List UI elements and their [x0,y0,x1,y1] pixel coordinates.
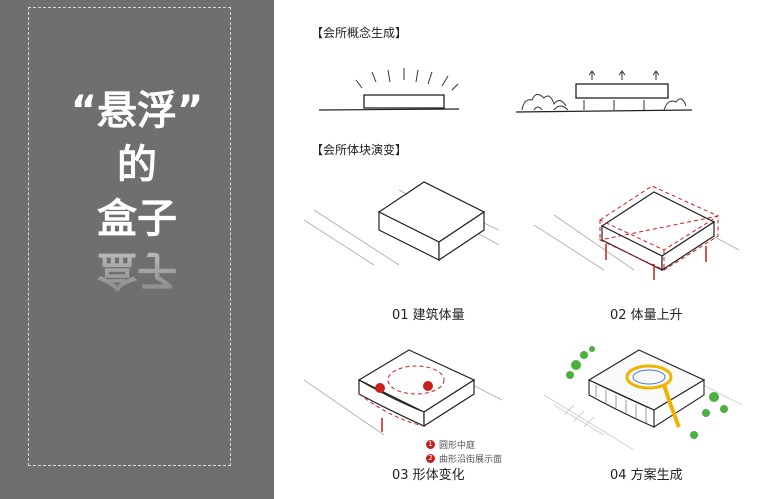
step-3-caption: 03 形体变化 [392,468,465,483]
evolution-section-title: 【会所体块演变】 [311,143,408,157]
step-3-diagram [304,349,503,436]
legend-item-2: 2 曲形沿街展示面 [426,452,502,465]
dashed-frame [28,7,231,466]
step-4-diagram [544,346,743,451]
legend-number-1: 1 [426,440,435,449]
title-line-3: 盒子 [97,196,177,242]
legend-item-1: 1 圆形中庭 [426,438,475,451]
step-4-caption: 04 方案生成 [610,468,683,483]
right-panel: 【会所概念生成】 【会所体块演变】 [274,0,760,499]
title-line-1: “悬浮” [70,88,204,134]
step-2-caption: 02 体量上升 [610,308,683,323]
concept-sketch-2 [515,70,693,113]
left-panel: “悬浮” 的 盒子 盒子 [0,0,274,499]
legend-number-2: 2 [426,454,435,463]
reflection-fade [60,248,220,338]
title-line-2: 的 [117,142,157,188]
step-1-caption: 01 建筑体量 [392,308,465,323]
legend-text-1: 圆形中庭 [439,441,476,451]
step-1-diagram [304,181,500,266]
concept-section-title: 【会所概念生成】 [311,26,408,40]
legend-text-2: 曲形沿街展示面 [439,455,503,465]
step-2-diagram [534,185,740,280]
concept-sketch-1 [318,68,460,111]
